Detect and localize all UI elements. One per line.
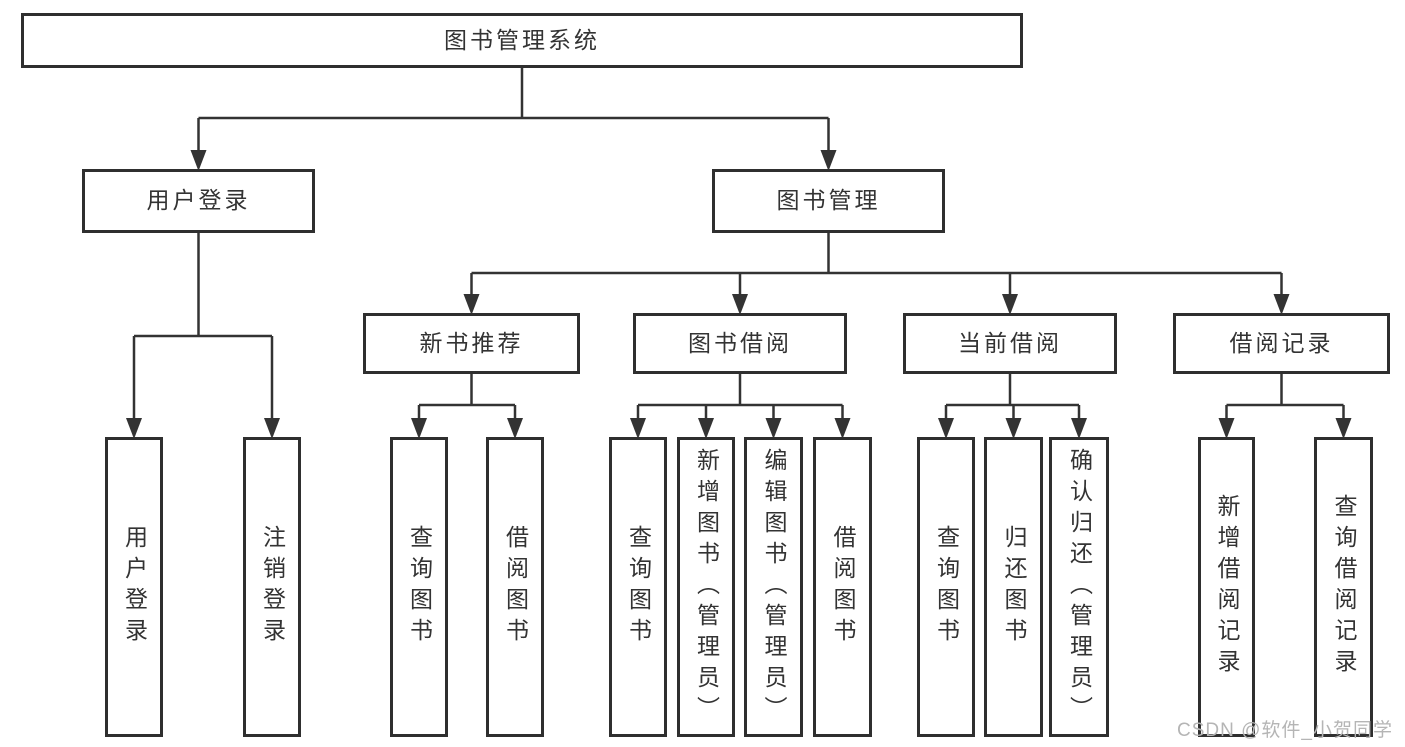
arrowhead-icon <box>126 418 142 439</box>
node-label-leaf-add-books-admin: 新增图书（管理员） <box>693 447 720 727</box>
node-leaf-add-books-admin: 新增图书（管理员） <box>677 437 735 737</box>
node-leaf-query-books-current: 查询图书 <box>917 437 975 737</box>
node-label-leaf-add-borrow-record: 新增借阅记录 <box>1214 494 1240 680</box>
arrowhead-icon <box>1335 418 1352 439</box>
arrowhead-icon <box>411 418 427 439</box>
node-label-borrowing-records: 借阅记录 <box>1229 329 1334 356</box>
node-label-system-root: 图书管理系统 <box>444 26 600 53</box>
node-label-leaf-borrow-books-rec: 借阅图书 <box>502 525 529 649</box>
arrowhead-icon <box>630 418 646 439</box>
node-label-leaf-return-books: 归还图书 <box>1001 525 1027 649</box>
node-label-new-book-recommend: 新书推荐 <box>419 329 524 356</box>
node-leaf-borrow-books-rec: 借阅图书 <box>486 437 544 737</box>
node-user-login-module: 用户登录 <box>82 169 315 233</box>
arrowhead-icon <box>507 418 523 439</box>
node-leaf-query-borrow-record: 查询借阅记录 <box>1314 437 1373 737</box>
node-leaf-borrow-books: 借阅图书 <box>813 437 872 737</box>
node-label-leaf-query-books-rec: 查询图书 <box>406 525 433 649</box>
node-borrowing-records: 借阅记录 <box>1173 313 1390 374</box>
node-system-root: 图书管理系统 <box>21 13 1023 68</box>
node-book-borrowing: 图书借阅 <box>633 313 847 374</box>
arrowhead-icon <box>1002 294 1018 315</box>
node-label-leaf-borrow-books: 借阅图书 <box>830 525 856 649</box>
arrowhead-icon <box>463 294 480 315</box>
arrowhead-icon <box>190 150 207 171</box>
node-leaf-user-login: 用户登录 <box>105 437 163 737</box>
node-leaf-logout: 注销登录 <box>243 437 301 737</box>
node-label-leaf-query-borrow-record: 查询借阅记录 <box>1331 494 1357 680</box>
node-label-leaf-query-books-current: 查询图书 <box>933 525 960 649</box>
arrowhead-icon <box>1071 418 1087 439</box>
arrowhead-icon <box>820 150 837 171</box>
arrowhead-icon <box>834 418 851 439</box>
node-label-book-borrowing: 图书借阅 <box>688 329 792 356</box>
arrowhead-icon <box>732 294 748 315</box>
node-label-leaf-user-login: 用户登录 <box>121 525 148 649</box>
watermark: CSDN @软件_小贺同学 <box>1177 720 1393 741</box>
arrowhead-icon <box>264 418 280 439</box>
node-label-book-management-module: 图书管理 <box>776 187 881 214</box>
node-current-borrowing: 当前借阅 <box>903 313 1117 374</box>
arrowhead-icon <box>1273 294 1290 315</box>
node-leaf-add-borrow-record: 新增借阅记录 <box>1198 437 1255 737</box>
arrowhead-icon <box>698 418 714 439</box>
arrowhead-icon <box>1218 418 1235 439</box>
node-leaf-return-books: 归还图书 <box>984 437 1043 737</box>
arrowhead-icon <box>1005 418 1022 439</box>
node-label-leaf-logout: 注销登录 <box>259 525 286 649</box>
node-leaf-edit-books-admin: 编辑图书（管理员） <box>744 437 803 737</box>
node-book-management-module: 图书管理 <box>712 169 945 233</box>
node-new-book-recommend: 新书推荐 <box>363 313 580 374</box>
node-leaf-query-books-borrow: 查询图书 <box>609 437 667 737</box>
node-label-current-borrowing: 当前借阅 <box>958 329 1062 356</box>
node-leaf-confirm-return: 确认归还（管理员） <box>1049 437 1109 737</box>
node-label-leaf-confirm-return: 确认归还（管理员） <box>1066 447 1093 727</box>
node-label-user-login-module: 用户登录 <box>146 187 251 214</box>
node-label-leaf-edit-books-admin: 编辑图书（管理员） <box>761 447 787 727</box>
arrowhead-icon <box>765 418 782 439</box>
node-label-leaf-query-books-borrow: 查询图书 <box>625 525 652 649</box>
node-leaf-query-books-rec: 查询图书 <box>390 437 448 737</box>
arrowhead-icon <box>938 418 954 439</box>
